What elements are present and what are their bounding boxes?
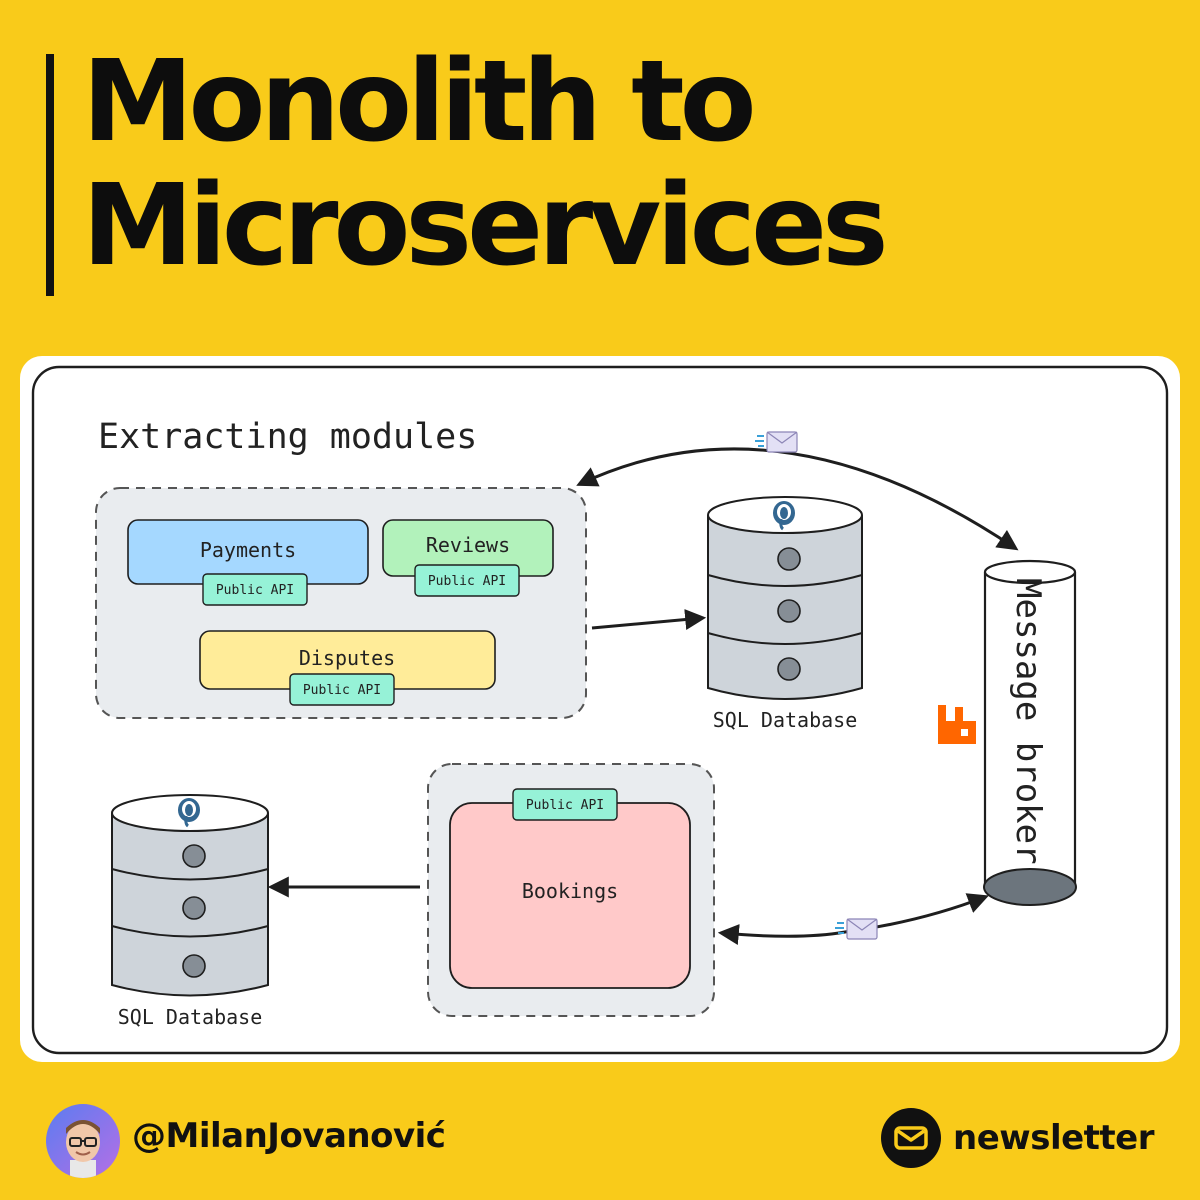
newsletter-link[interactable]: newsletter	[881, 1108, 1154, 1168]
diagram-panel: Extracting modules Payments Public API R…	[20, 356, 1180, 1062]
payments-module: Payments	[127, 519, 369, 585]
bookings-api-label: Public API	[526, 798, 604, 813]
bookings-public-api: Public API	[512, 788, 618, 821]
broker-label: Message broker	[1008, 578, 1048, 865]
newsletter-label: newsletter	[953, 1118, 1154, 1158]
disputes-api-label: Public API	[303, 683, 381, 698]
bookings-broker-arrow	[717, 893, 989, 945]
payments-api-label: Public API	[216, 583, 294, 598]
diagram-caption: Extracting modules	[98, 417, 477, 457]
disputes-public-api: Public API	[289, 673, 395, 706]
reviews-api-label: Public API	[428, 574, 506, 589]
top-database-label: SQL Database	[713, 708, 858, 732]
reviews-module: Reviews	[382, 519, 554, 577]
author-handle[interactable]: @MilanJovanović	[132, 1116, 446, 1156]
architecture-diagram: Extracting modules Payments Public API R…	[31, 365, 1169, 1055]
avatar	[46, 1104, 120, 1178]
diagram-frame	[31, 365, 1169, 1055]
rabbitmq-icon	[938, 705, 976, 744]
monolith-to-database-arrow	[591, 609, 707, 630]
bookings-module: Bookings	[449, 802, 691, 989]
bookings-label: Bookings	[522, 879, 618, 903]
broker-monolith-arrow	[576, 447, 1019, 551]
payments-label: Payments	[200, 538, 296, 562]
bottom-sql-database	[111, 794, 269, 997]
title-line-2: Microservices	[82, 161, 889, 291]
page-title: Monolith to Microservices	[82, 37, 889, 291]
title-accent-bar	[46, 54, 54, 296]
title-line-1: Monolith to	[82, 37, 757, 167]
payments-public-api: Public API	[202, 573, 308, 606]
reviews-label: Reviews	[426, 533, 510, 557]
bottom-database-label: SQL Database	[118, 1005, 263, 1029]
avatar-portrait-icon	[66, 1120, 100, 1178]
top-sql-database	[707, 496, 863, 700]
message-broker: Message broker	[983, 559, 1077, 906]
envelope-icon	[881, 1108, 942, 1168]
envelope-icon	[834, 918, 878, 940]
disputes-label: Disputes	[299, 646, 395, 670]
reviews-public-api: Public API	[414, 564, 520, 597]
